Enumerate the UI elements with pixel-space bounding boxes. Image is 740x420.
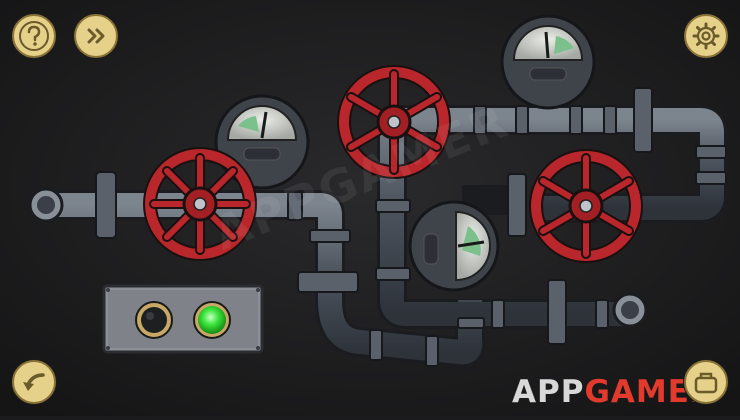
indicator-light-off[interactable]: [135, 301, 173, 339]
valve-wheel-right[interactable]: [529, 149, 643, 263]
question-mark-icon: [11, 13, 57, 59]
pipe-flange-right: [612, 292, 648, 328]
skip-button[interactable]: [72, 12, 120, 60]
help-button[interactable]: [10, 12, 58, 60]
pipe-flange-left: [28, 187, 64, 223]
bag-icon: [683, 359, 729, 405]
back-button[interactable]: [10, 358, 58, 406]
valve-wheel-left[interactable]: [143, 147, 257, 261]
control-panel: [102, 284, 264, 354]
gear-icon: [683, 13, 729, 59]
inventory-button[interactable]: [682, 358, 730, 406]
pipe-network: [50, 105, 727, 368]
settings-button[interactable]: [682, 12, 730, 60]
curved-arrow-icon: [11, 359, 57, 405]
pressure-gauge-top: [500, 14, 596, 110]
pipe-brackets: [95, 87, 727, 367]
valve-wheel-top[interactable]: [337, 65, 451, 179]
indicator-light-on[interactable]: [193, 301, 231, 339]
double-chevron-right-icon: [73, 13, 119, 59]
pressure-gauge-center: [408, 200, 500, 292]
